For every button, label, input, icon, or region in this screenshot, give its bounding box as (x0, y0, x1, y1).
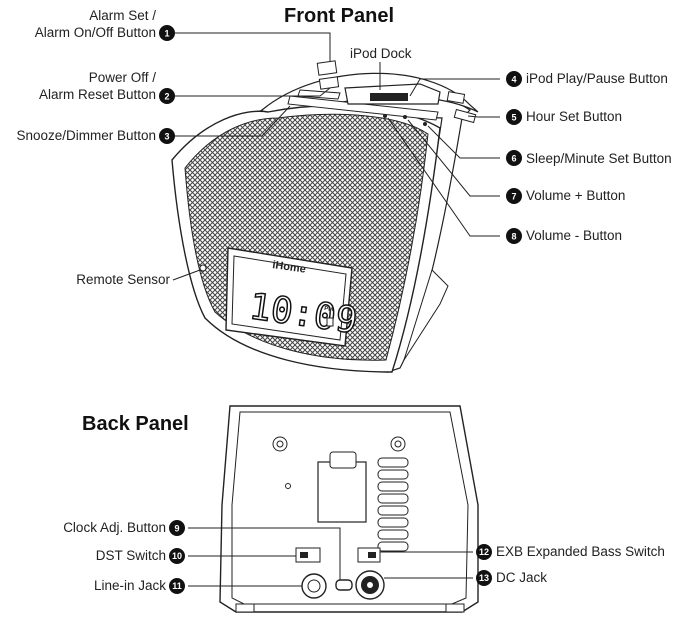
badge-2-text: 2 (164, 92, 169, 102)
badge-6-text: 6 (511, 154, 516, 164)
badge-1-text: 1 (164, 29, 169, 39)
label-ipod-dock: iPod Dock (350, 46, 412, 61)
label-power-off-line2: Alarm Reset Button (39, 87, 156, 102)
front-panel-heading: Front Panel (284, 5, 394, 27)
label-remote-sensor: Remote Sensor (76, 272, 170, 287)
badge-3 (159, 128, 175, 144)
badge-4 (506, 71, 522, 87)
badge-7-text: 7 (511, 192, 516, 202)
brand-logo: iHome (272, 259, 307, 276)
badge-2 (159, 88, 175, 104)
label-dc-jack: DC Jack (496, 570, 547, 585)
badge-12-text: 12 (479, 547, 489, 557)
number-badges: 1 2 3 4 5 6 7 8 9 10 11 12 13 (159, 25, 522, 594)
clock-adj-button[interactable] (335, 579, 353, 591)
label-hour-set: Hour Set Button (526, 109, 622, 124)
badge-11 (169, 578, 185, 594)
sleep-minute-button[interactable] (423, 122, 427, 126)
badge-12 (476, 544, 492, 560)
label-alarm-set-line2: Alarm On/Off Button (35, 25, 156, 40)
badge-4-text: 4 (511, 75, 516, 85)
remote-sensor (199, 264, 207, 272)
back-panel-device (219, 405, 479, 613)
label-exb: EXB Expanded Bass Switch (496, 544, 665, 559)
label-clock-adj: Clock Adj. Button (63, 520, 166, 535)
leader-lines (172, 32, 500, 587)
badge-9 (169, 520, 185, 536)
label-ipod-play: iPod Play/Pause Button (526, 71, 668, 86)
battery-door[interactable] (317, 461, 367, 523)
labels: Alarm Set / Alarm On/Off Button Power Of… (16, 8, 671, 593)
ipod-dock-connector (370, 93, 408, 101)
back-panel-heading: Back Panel (82, 413, 189, 435)
badge-3-text: 3 (164, 132, 169, 142)
badge-5 (506, 109, 522, 125)
badge-8-text: 8 (511, 232, 516, 242)
ipod-play-pause-button[interactable] (446, 91, 466, 104)
label-sleep-minute: Sleep/Minute Set Button (526, 151, 672, 166)
label-line-in: Line-in Jack (94, 578, 166, 593)
badge-13 (476, 570, 492, 586)
badge-10-text: 10 (172, 551, 182, 561)
pm-indicator: PM (324, 306, 334, 313)
badge-5-text: 5 (511, 113, 516, 123)
label-volume-minus: Volume - Button (526, 228, 622, 243)
badge-7 (506, 188, 522, 204)
badge-13-text: 13 (479, 573, 489, 583)
label-volume-plus: Volume + Button (526, 188, 625, 203)
volume-plus-button[interactable] (403, 115, 407, 119)
label-power-off-line1: Power Off / (89, 70, 157, 85)
bass-vents (377, 457, 409, 552)
badge-8 (506, 228, 522, 244)
power-off-button[interactable] (318, 76, 340, 90)
alarm-indicator-icon (326, 317, 334, 327)
badge-1 (159, 25, 175, 41)
badge-10 (169, 548, 185, 564)
badge-6 (506, 150, 522, 166)
badge-9-text: 9 (174, 524, 179, 534)
label-snooze: Snooze/Dimmer Button (16, 128, 156, 143)
hour-set-button[interactable] (453, 108, 477, 124)
front-panel-device: iHome 10:09 PM (171, 60, 479, 373)
alarm-set-button[interactable] (316, 60, 338, 76)
label-dst-switch: DST Switch (96, 548, 166, 563)
volume-minus-button[interactable] (383, 114, 387, 118)
label-alarm-set-line1: Alarm Set / (89, 8, 156, 23)
badge-11-text: 11 (172, 581, 182, 591)
